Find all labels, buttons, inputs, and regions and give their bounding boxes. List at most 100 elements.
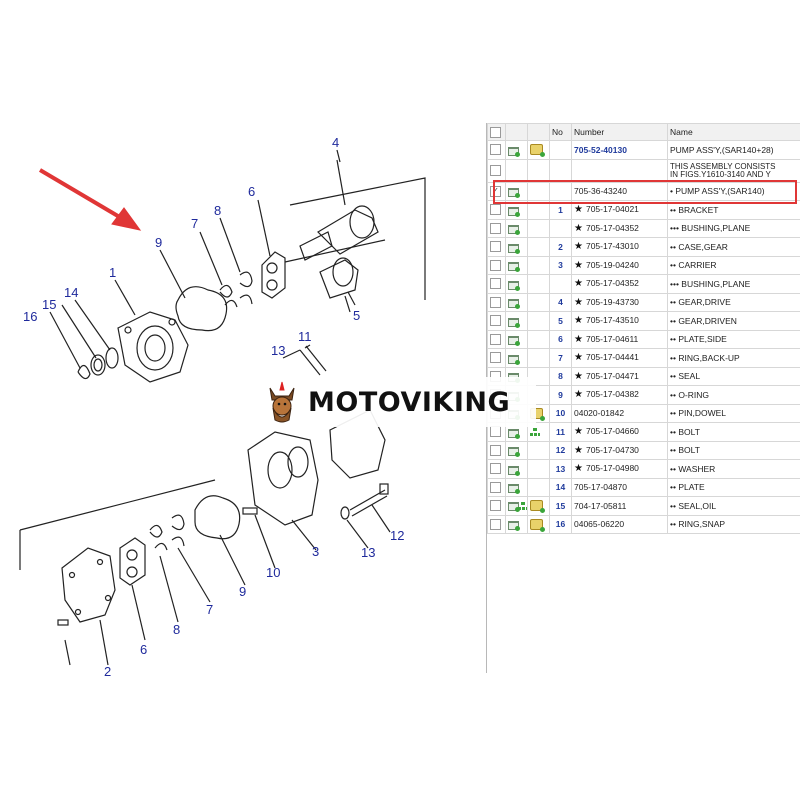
table-row[interactable]: 5★705-17-43510•• GEAR,DRIVEN	[487, 311, 800, 331]
table-row[interactable]: 12★705-17-04730•• BOLT	[487, 440, 800, 460]
add-to-cart-icon[interactable]	[508, 484, 520, 494]
add-to-cart-icon[interactable]	[508, 243, 520, 254]
header-number[interactable]: Number	[571, 123, 668, 141]
row-cart-cell[interactable]	[505, 440, 528, 460]
add-to-cart-icon[interactable]	[508, 521, 520, 531]
row-cart-cell[interactable]	[505, 158, 528, 183]
row-select-cell[interactable]	[487, 477, 506, 497]
add-to-cart-icon[interactable]	[508, 188, 520, 198]
row-select-cell[interactable]	[487, 496, 506, 516]
row-select-cell[interactable]	[487, 292, 506, 312]
table-row[interactable]: ★705-17-04352••• BUSHING,PLANE	[487, 218, 800, 238]
row-checkbox[interactable]	[490, 518, 501, 530]
row-cart-cell[interactable]	[505, 348, 528, 368]
row-cart-cell[interactable]	[505, 218, 528, 238]
row-cart-cell[interactable]	[505, 459, 528, 479]
add-to-cart-icon[interactable]	[508, 262, 520, 272]
package-icon[interactable]	[530, 144, 545, 158]
add-to-cart-icon[interactable]	[508, 336, 520, 346]
row-checkbox[interactable]	[490, 241, 501, 253]
table-row[interactable]: 2★705-17-43010•• CASE,GEAR	[487, 237, 800, 257]
row-checkbox[interactable]	[490, 259, 501, 271]
add-to-cart-icon[interactable]	[508, 206, 520, 217]
table-row[interactable]: 13★705-17-04980•• WASHER	[487, 459, 800, 479]
row-select-cell[interactable]	[487, 218, 506, 238]
row-checkbox[interactable]	[490, 278, 501, 290]
row-cart-cell[interactable]	[505, 200, 528, 220]
add-to-cart-icon[interactable]	[508, 225, 520, 235]
part-number: 705-36-43240	[574, 186, 627, 197]
add-to-cart-icon[interactable]	[508, 354, 520, 365]
row-cart-cell[interactable]	[505, 311, 528, 331]
table-row[interactable]: 4★705-19-43730•• GEAR,DRIVE	[487, 292, 800, 312]
row-checkbox[interactable]	[490, 463, 501, 475]
row-checkbox[interactable]	[490, 204, 501, 216]
row-select-cell[interactable]	[487, 311, 506, 331]
hierarchy-icon[interactable]	[518, 501, 527, 511]
row-select-cell[interactable]	[487, 348, 506, 368]
header-no[interactable]: No	[549, 123, 572, 141]
add-to-cart-icon[interactable]	[508, 465, 520, 476]
row-cart-cell[interactable]	[505, 181, 528, 201]
row-checkbox[interactable]	[490, 222, 501, 234]
row-cart-cell[interactable]	[505, 140, 528, 160]
row-cart-cell[interactable]	[505, 292, 528, 312]
add-to-cart-icon[interactable]	[508, 502, 520, 513]
row-select-cell[interactable]	[487, 140, 506, 160]
table-row[interactable]: ★705-17-04352••• BUSHING,PLANE	[487, 274, 800, 294]
row-checkbox[interactable]	[490, 426, 501, 438]
table-row[interactable]: 1★705-17-04021•• BRACKET	[487, 200, 800, 220]
package-icon[interactable]	[530, 518, 545, 532]
row-cart-cell[interactable]	[505, 255, 528, 275]
row-checkbox[interactable]: ✓	[490, 185, 501, 197]
row-select-cell[interactable]	[487, 158, 506, 183]
row-checkbox[interactable]	[490, 296, 501, 308]
hierarchy-icon[interactable]	[530, 427, 540, 437]
star-icon: ★	[574, 204, 583, 216]
row-checkbox[interactable]	[490, 144, 501, 156]
row-checkbox[interactable]	[490, 165, 501, 177]
row-select-cell[interactable]	[487, 514, 506, 534]
row-cart-cell[interactable]	[505, 274, 528, 294]
row-cart-cell[interactable]	[505, 496, 528, 516]
header-select-all[interactable]	[487, 123, 506, 141]
header-name[interactable]: Name	[667, 123, 800, 141]
package-icon[interactable]	[530, 500, 545, 514]
add-to-cart-icon[interactable]	[508, 299, 520, 309]
row-select-cell[interactable]	[487, 440, 506, 460]
row-select-cell[interactable]	[487, 255, 506, 275]
row-checkbox[interactable]	[490, 352, 501, 364]
select-all-checkbox[interactable]	[490, 126, 501, 138]
row-cart-cell[interactable]	[505, 514, 528, 534]
row-select-cell[interactable]	[487, 237, 506, 257]
row-select-cell[interactable]	[487, 329, 506, 349]
part-number-link[interactable]: 705-52-40130	[574, 144, 627, 155]
table-row[interactable]: ✓705-36-43240• PUMP ASS'Y,(SAR140)	[487, 181, 800, 201]
row-select-cell[interactable]	[487, 459, 506, 479]
row-cart-cell[interactable]	[505, 237, 528, 257]
table-row[interactable]: 3★705-19-04240•• CARRIER	[487, 255, 800, 275]
add-to-cart-icon[interactable]	[508, 317, 520, 328]
row-cart-cell[interactable]	[505, 329, 528, 349]
row-checkbox[interactable]	[490, 481, 501, 493]
row-select-cell[interactable]: ✓	[487, 181, 506, 201]
add-to-cart-icon[interactable]	[508, 146, 520, 157]
row-select-cell[interactable]	[487, 200, 506, 220]
add-to-cart-icon[interactable]	[508, 280, 520, 291]
add-to-cart-icon[interactable]	[508, 447, 520, 457]
table-row[interactable]: 6★705-17-04611•• PLATE,SIDE	[487, 329, 800, 349]
row-checkbox[interactable]	[490, 315, 501, 327]
table-row[interactable]: 7★705-17-04441•• RING,BACK-UP	[487, 348, 800, 368]
add-to-cart-icon[interactable]	[508, 428, 520, 439]
row-checkbox[interactable]	[490, 444, 501, 456]
row-select-cell[interactable]	[487, 274, 506, 294]
star-icon: ★	[574, 389, 583, 401]
row-checkbox[interactable]	[490, 333, 501, 345]
row-checkbox[interactable]	[490, 500, 501, 512]
row-cart-cell[interactable]	[505, 477, 528, 497]
